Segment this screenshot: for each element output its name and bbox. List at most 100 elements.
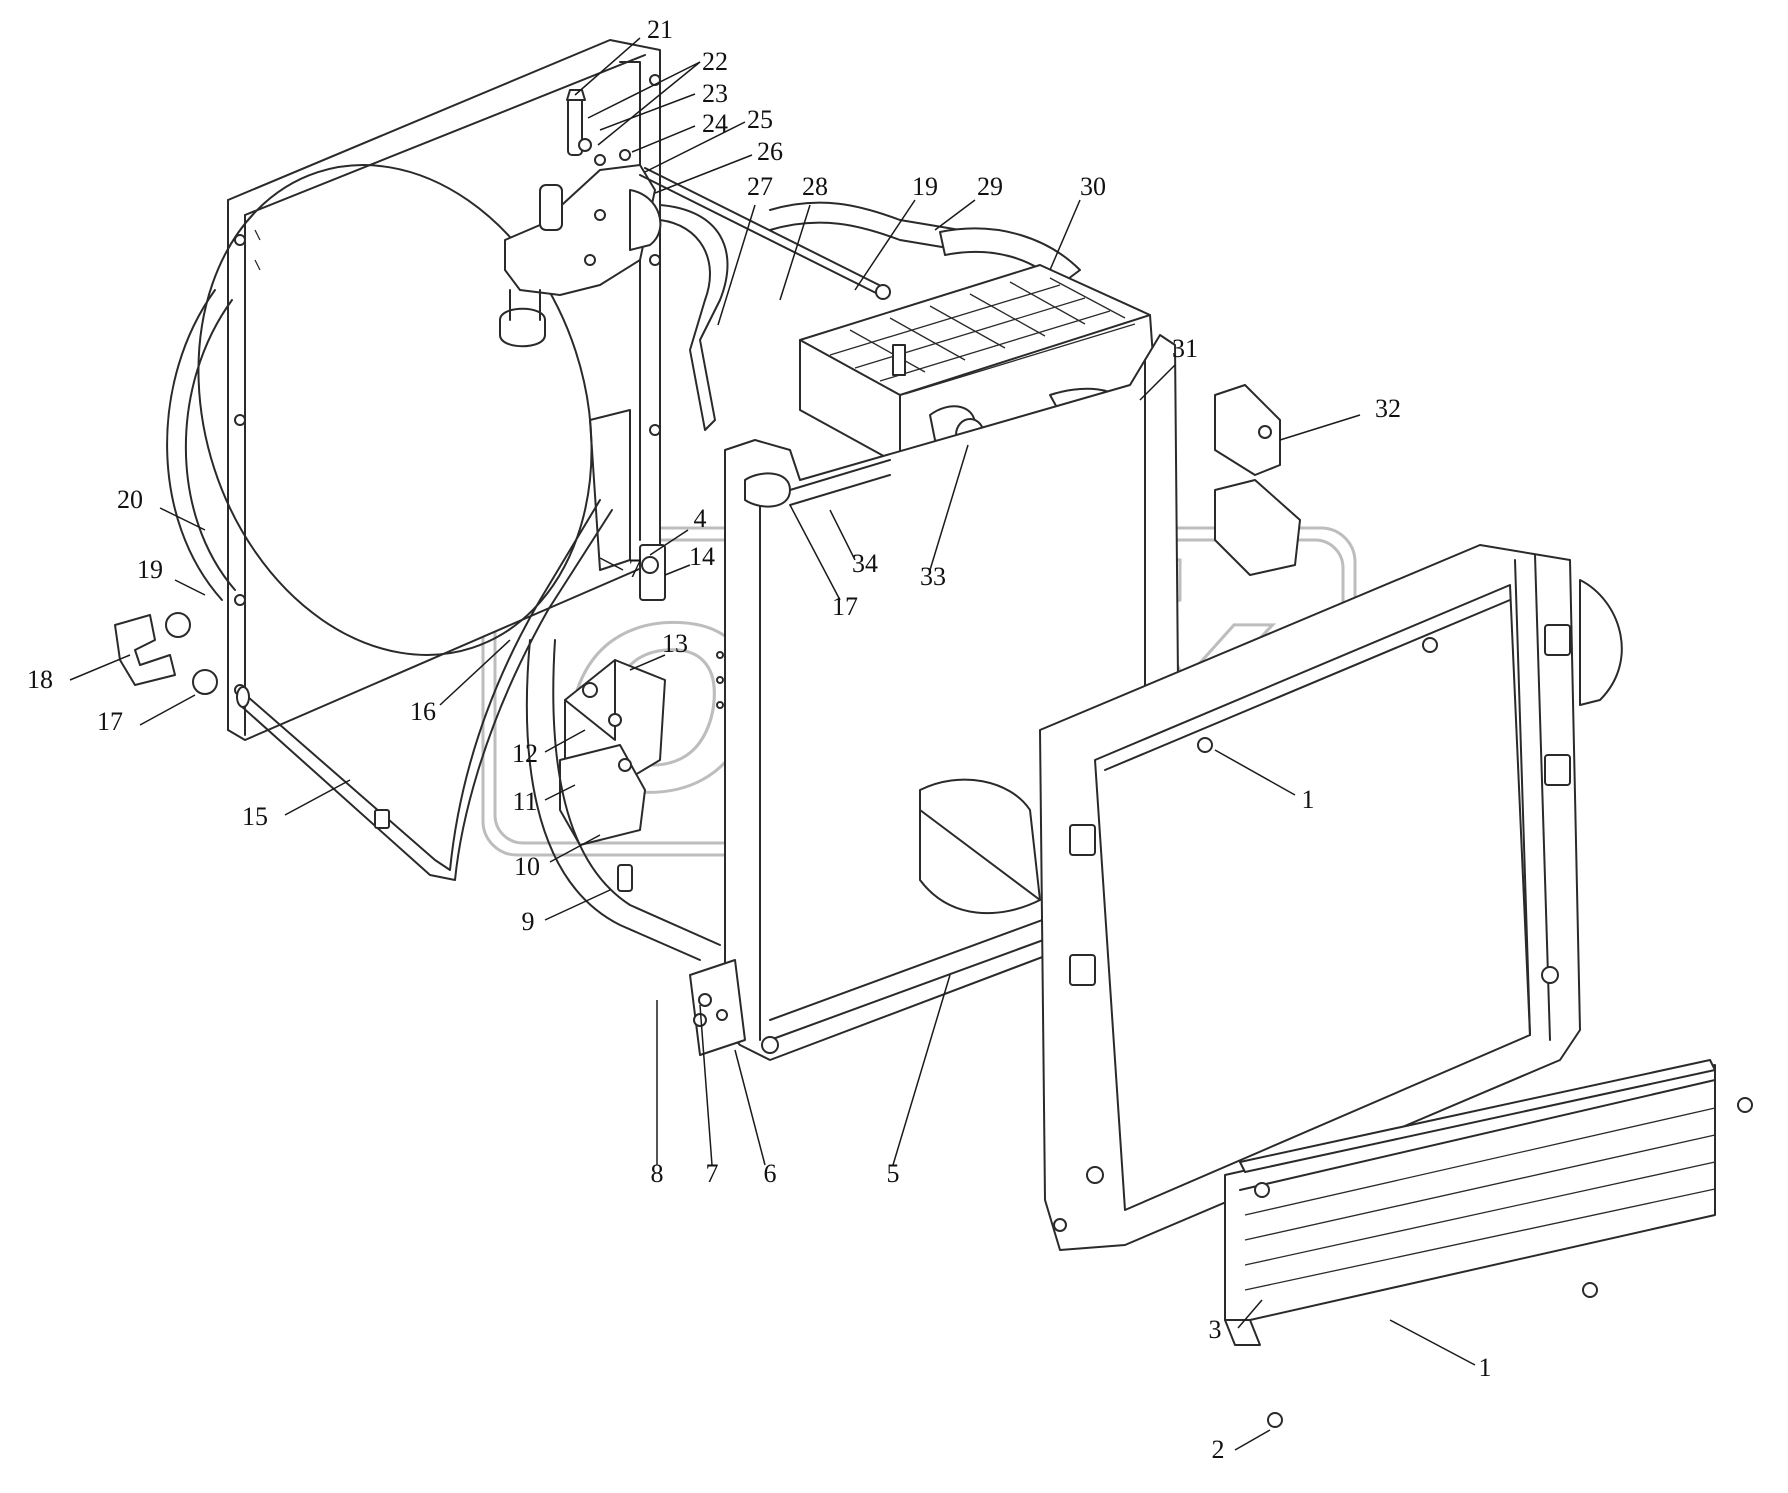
callout-label: 17 xyxy=(97,707,123,736)
callout-label: 26 xyxy=(757,137,783,166)
leader-line xyxy=(1389,1319,1476,1366)
callout-label: 10 xyxy=(514,852,540,881)
leader-line xyxy=(549,834,601,863)
callout-26: 26 xyxy=(654,137,783,194)
callout-1: 1 xyxy=(1389,1319,1492,1382)
callout-label: 2 xyxy=(1212,1435,1225,1464)
callout-label: 3 xyxy=(1209,1315,1222,1344)
leader-line xyxy=(1237,1299,1263,1329)
callout-label: 27 xyxy=(747,172,773,201)
callout-label: 29 xyxy=(977,172,1003,201)
callout-label: 33 xyxy=(920,562,946,591)
leader-line xyxy=(174,579,206,596)
leader-line xyxy=(597,61,701,146)
leader-line xyxy=(734,1049,766,1166)
callout-16: 16 xyxy=(410,639,511,726)
leader-line xyxy=(1214,749,1296,796)
leader-line xyxy=(1139,364,1176,401)
callout-13: 13 xyxy=(629,629,688,671)
leader-line xyxy=(284,779,351,816)
hose-18 xyxy=(114,612,218,695)
charge-air-cooler xyxy=(919,544,1623,1251)
leader-line xyxy=(599,93,696,131)
callout-label: 6 xyxy=(764,1159,777,1188)
leader-line xyxy=(1279,414,1361,441)
callout-label: 15 xyxy=(242,802,268,831)
callout-11: 11 xyxy=(512,784,576,816)
callout-14: 14 xyxy=(664,542,715,576)
callout-30: 30 xyxy=(1049,172,1106,271)
callout-19: 19 xyxy=(854,172,938,291)
callout-label: 19 xyxy=(137,555,163,584)
callout-23: 23 xyxy=(599,79,728,131)
leader-line xyxy=(892,974,951,1166)
leader-line xyxy=(139,694,196,726)
leader-line xyxy=(544,729,586,753)
callout-label: 14 xyxy=(689,542,715,571)
callout-label: 1 xyxy=(1479,1353,1492,1382)
leader-line xyxy=(544,889,611,921)
callout-label: 13 xyxy=(662,629,688,658)
leader-line xyxy=(629,654,666,671)
callout-label: 24 xyxy=(702,109,728,138)
leader-line xyxy=(159,507,206,531)
callout-label: 23 xyxy=(702,79,728,108)
leader-line xyxy=(644,121,746,173)
leader-line xyxy=(599,557,624,571)
leader-line xyxy=(1234,1429,1271,1451)
leader-line xyxy=(439,639,511,706)
leader-line xyxy=(699,1004,713,1166)
callout-label: 34 xyxy=(852,549,878,578)
callout-label: 25 xyxy=(747,105,773,134)
leader-line xyxy=(544,784,576,801)
callout-22: 22 xyxy=(587,47,728,146)
callout-27: 27 xyxy=(717,172,773,326)
callout-label: 8 xyxy=(651,1159,664,1188)
callout-label: 21 xyxy=(647,15,673,44)
callout-label: 22 xyxy=(702,47,728,76)
callout-29: 29 xyxy=(934,172,1003,231)
callout-label: 18 xyxy=(27,665,53,694)
leader-line xyxy=(69,654,131,681)
callout-4: 4 xyxy=(649,504,707,556)
callout-label: 7 xyxy=(629,554,642,583)
thermostat-housing xyxy=(499,89,656,348)
leader-line xyxy=(934,199,976,231)
callout-17: 17 xyxy=(97,694,196,736)
leader-line xyxy=(829,509,856,561)
leader-line xyxy=(664,564,691,576)
callout-24: 24 xyxy=(631,109,728,153)
leader-line xyxy=(1049,199,1081,271)
callout-label: 17 xyxy=(832,592,858,621)
lower-shield xyxy=(1224,1059,1753,1428)
callout-25: 25 xyxy=(644,105,773,173)
callout-label: 7 xyxy=(706,1159,719,1188)
leader-line xyxy=(929,444,969,571)
callout-33: 33 xyxy=(920,444,969,591)
callout-label: 12 xyxy=(512,739,538,768)
callout-label: 16 xyxy=(410,697,436,726)
callout-label: 30 xyxy=(1080,172,1106,201)
callout-label: 28 xyxy=(802,172,828,201)
bracket-6 xyxy=(689,959,746,1056)
callout-1: 1 xyxy=(1214,749,1315,814)
callout-10: 10 xyxy=(514,834,601,881)
leader-line xyxy=(649,529,689,556)
callout-34: 34 xyxy=(829,509,878,578)
leader-line xyxy=(779,204,811,301)
callout-label: 9 xyxy=(522,907,535,936)
callout-19: 19 xyxy=(137,555,206,596)
leader-line xyxy=(654,154,753,194)
callout-6: 6 xyxy=(734,1049,777,1188)
callout-label: 1 xyxy=(1302,785,1315,814)
callout-label: 4 xyxy=(694,504,707,533)
callout-31: 31 xyxy=(1139,334,1198,401)
bracket-assembly xyxy=(559,544,666,846)
callout-7: 7 xyxy=(599,554,642,583)
callout-5: 5 xyxy=(887,974,951,1188)
callout-label: 19 xyxy=(912,172,938,201)
callout-32: 32 xyxy=(1279,394,1401,441)
callout-21: 21 xyxy=(574,15,673,96)
callout-label: 32 xyxy=(1375,394,1401,423)
